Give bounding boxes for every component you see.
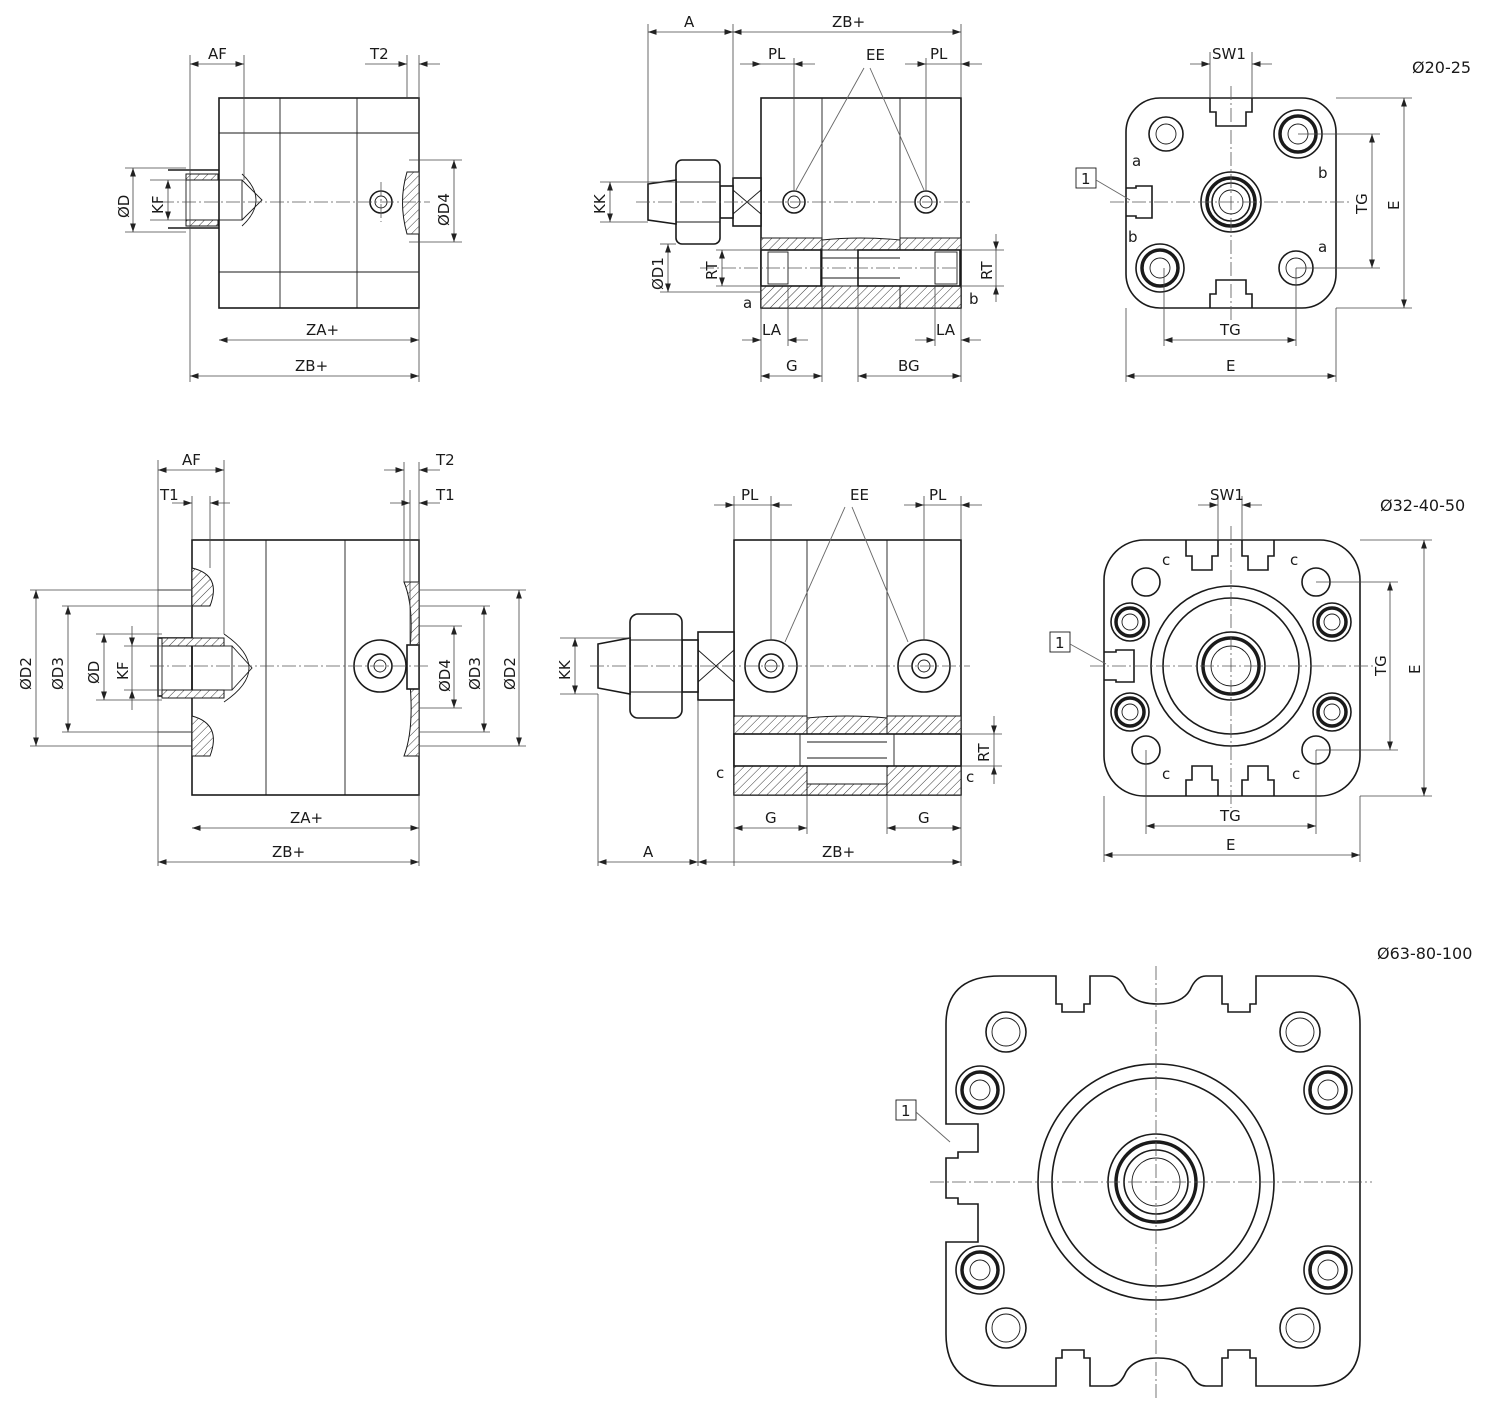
port-label-b-1: b	[1318, 164, 1328, 182]
view-side-32-50: AF T1 T2 T1 ZA+ ZB+ ØD2 ØD3 ØD	[17, 451, 526, 866]
dim-E-horizontal: E	[1226, 357, 1235, 375]
dim-ZB-3: ZB+	[822, 843, 855, 861]
dim-D-2: ØD	[85, 661, 103, 684]
dim-ZA-2: ZA+	[290, 809, 323, 827]
dim-E-vertical: E	[1385, 201, 1403, 210]
dim-TG-vertical-2: TG	[1372, 655, 1390, 677]
dim-KK: KK	[591, 193, 609, 214]
port-label-a-1: a	[1132, 152, 1141, 170]
dim-E-vertical-2: E	[1406, 665, 1424, 674]
port-label-c-2: c	[1290, 551, 1298, 569]
dim-SW1-2: SW1	[1210, 486, 1244, 504]
dim-SW1: SW1	[1212, 45, 1246, 63]
size-label-63-80-100: Ø63-80-100	[1377, 944, 1472, 963]
port-label-c-left: c	[716, 764, 724, 782]
port-label-a-2: a	[1318, 238, 1327, 256]
view-end-63-100: 1	[895, 966, 1372, 1398]
dim-A: A	[684, 13, 695, 31]
dim-KK-2: KK	[556, 659, 574, 680]
dim-D4-2: ØD4	[436, 659, 454, 692]
dim-D1: ØD1	[649, 257, 667, 290]
port-label-b-2: b	[1128, 228, 1138, 246]
callout-box-2	[1049, 631, 1071, 653]
dim-D2-left: ØD2	[17, 657, 35, 690]
dim-RT-right: RT	[978, 261, 996, 280]
port-label-a-left: a	[743, 294, 752, 312]
dim-E-horizontal-2: E	[1226, 836, 1235, 854]
port-label-c-1: c	[1162, 551, 1170, 569]
view-section-20-25: a b EE A ZB+ PL PL KK ØD1 RT	[591, 13, 1004, 382]
dim-EE-2: EE	[850, 486, 869, 504]
dim-LA-right: LA	[936, 321, 956, 339]
dim-T2: T2	[369, 45, 389, 63]
port-label-c-3: c	[1162, 765, 1170, 783]
dim-D2-right: ØD2	[501, 657, 519, 690]
view-section-32-50: c c EE PL PL KK RT G G	[556, 486, 1002, 866]
dim-ZA: ZA+	[306, 321, 339, 339]
callout-label-2: 1	[1055, 634, 1065, 652]
callout-box-1	[1075, 167, 1097, 189]
view-end-20-25: a b b a 1 SW1 TG E TG E	[1075, 45, 1412, 382]
dim-D: ØD	[115, 195, 133, 218]
view-side-20-25: AF T2 ZA+ ZB+ ØD KF ØD4	[115, 45, 462, 382]
callout-label-1: 1	[1081, 170, 1091, 188]
dim-D3-left: ØD3	[49, 657, 67, 690]
dim-TG-horizontal-2: TG	[1219, 807, 1241, 825]
dim-ZB-top: ZB+	[832, 13, 865, 31]
dim-T1-right: T1	[435, 486, 455, 504]
dim-ZB-2: ZB+	[272, 843, 305, 861]
dim-PL-left-2: PL	[741, 486, 759, 504]
size-label-20-25: Ø20-25	[1412, 58, 1471, 77]
dim-G-left: G	[765, 809, 777, 827]
dim-G: G	[786, 357, 798, 375]
port-label-c-right: c	[966, 768, 974, 786]
dim-ZB: ZB+	[295, 357, 328, 375]
dim-EE: EE	[866, 46, 885, 64]
dim-RT-3: RT	[975, 743, 993, 762]
port-label-b-right: b	[969, 290, 979, 308]
dim-AF-2: AF	[182, 451, 201, 469]
dim-TG-horizontal: TG	[1219, 321, 1241, 339]
dim-T1-left: T1	[159, 486, 179, 504]
port-label-c-4: c	[1292, 765, 1300, 783]
dim-PL-right: PL	[930, 45, 948, 63]
dim-BG: BG	[898, 357, 920, 375]
dim-KF: KF	[149, 196, 167, 214]
callout-label-3: 1	[901, 1102, 911, 1120]
view-end-32-50: c c c c 1 SW1 TG E TG E	[1049, 486, 1432, 862]
dim-KF-2: KF	[114, 662, 132, 680]
dim-RT-left: RT	[703, 261, 721, 280]
dim-LA-left: LA	[762, 321, 782, 339]
dim-AF: AF	[208, 45, 227, 63]
dim-PL-left: PL	[768, 45, 786, 63]
dim-G-right: G	[918, 809, 930, 827]
dim-D3-right: ØD3	[466, 657, 484, 690]
dim-A-2: A	[643, 843, 654, 861]
callout-box-3	[895, 1099, 917, 1121]
dim-T2-2: T2	[435, 451, 455, 469]
dim-TG-vertical: TG	[1353, 193, 1371, 215]
dim-D4: ØD4	[435, 193, 453, 226]
dim-PL-right-2: PL	[929, 486, 947, 504]
size-label-32-40-50: Ø32-40-50	[1380, 496, 1465, 515]
